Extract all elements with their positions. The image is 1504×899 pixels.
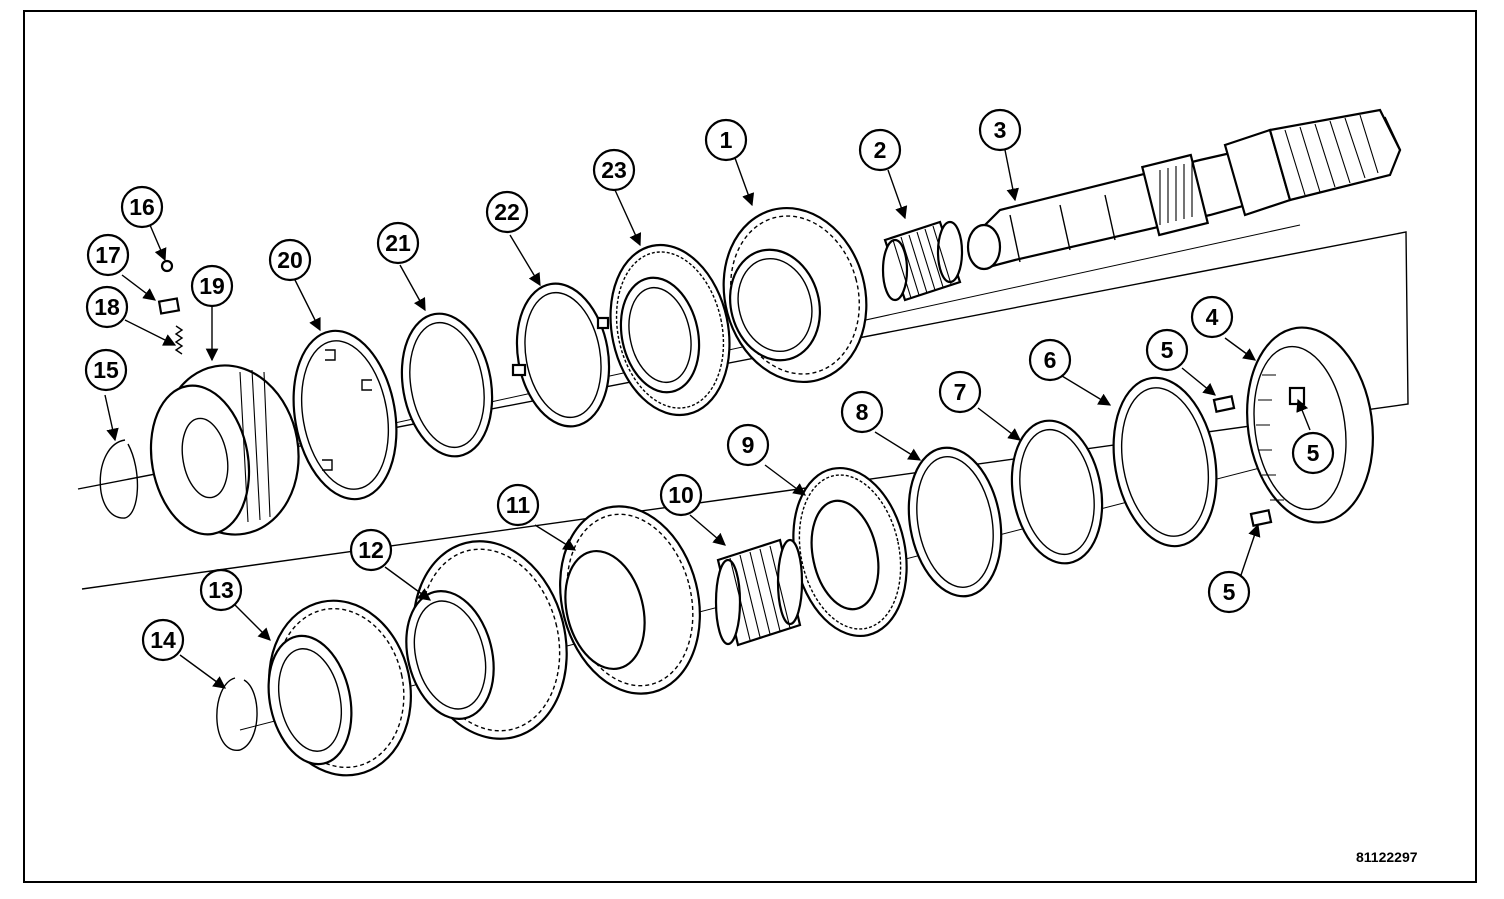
callout-13: 13 xyxy=(208,577,234,603)
synchronizer-cone-9 xyxy=(792,466,908,638)
callout-labels: 1 2 3 4 5 5 5 6 7 8 9 10 11 12 13 14 15 … xyxy=(93,117,1319,653)
callout-1: 1 xyxy=(720,127,733,153)
snap-ring-15 xyxy=(99,439,139,519)
gear-1 xyxy=(722,206,868,384)
gear-11 xyxy=(559,505,701,695)
strut-key-5b xyxy=(1288,386,1306,406)
callout-16: 16 xyxy=(129,194,155,220)
callout-5b: 5 xyxy=(1307,440,1320,466)
callout-14: 14 xyxy=(150,627,176,653)
callout-2: 2 xyxy=(874,137,887,163)
callout-5c: 5 xyxy=(1223,579,1236,605)
figure-id: 81122297 xyxy=(1356,849,1418,865)
drawing-border xyxy=(23,10,1477,883)
blocker-ring-7 xyxy=(1010,419,1104,565)
synchro-ring-8 xyxy=(907,446,1003,598)
leader-arrows xyxy=(104,149,1311,689)
callout-4: 4 xyxy=(1206,304,1219,330)
callout-15: 15 xyxy=(93,357,119,383)
callout-23: 23 xyxy=(601,157,627,183)
callout-7: 7 xyxy=(954,379,967,405)
callout-18: 18 xyxy=(94,294,120,320)
callout-5a: 5 xyxy=(1161,337,1174,363)
gear-12 xyxy=(405,540,568,740)
snap-ring-14 xyxy=(216,677,258,751)
synchronizer-sleeve-4 xyxy=(1246,326,1374,524)
synchronizer-hub-19 xyxy=(149,364,300,536)
strut-17 xyxy=(157,297,181,315)
subassembly-bracket xyxy=(77,231,1409,590)
callout-3: 3 xyxy=(994,117,1007,143)
gear-13 xyxy=(267,599,412,777)
needle-bearing-upper xyxy=(881,220,964,302)
callout-19: 19 xyxy=(199,273,225,299)
callout-20: 20 xyxy=(277,247,303,273)
blocker-ring-22 xyxy=(511,282,611,428)
synchronizer-cone-23 xyxy=(609,243,731,417)
callout-9: 9 xyxy=(742,432,755,458)
callout-11: 11 xyxy=(506,492,531,518)
callout-22: 22 xyxy=(494,199,520,225)
callout-21: 21 xyxy=(385,230,411,256)
callout-12: 12 xyxy=(358,537,384,563)
mainshaft xyxy=(966,108,1402,271)
spring-18 xyxy=(174,325,184,355)
callout-17: 17 xyxy=(95,242,121,268)
needle-bearing-lower xyxy=(714,538,804,647)
callout-8: 8 xyxy=(856,399,869,425)
callout-6: 6 xyxy=(1044,347,1057,373)
synchro-ring-20 xyxy=(292,329,398,501)
strut-key-5c xyxy=(1249,508,1273,528)
callout-circles xyxy=(84,108,1335,662)
synchro-ring-21 xyxy=(400,312,494,458)
callout-10: 10 xyxy=(668,482,694,508)
detent-ball-16 xyxy=(160,259,174,273)
strut-key-5a xyxy=(1212,394,1236,414)
synchro-ring-6 xyxy=(1112,376,1218,548)
